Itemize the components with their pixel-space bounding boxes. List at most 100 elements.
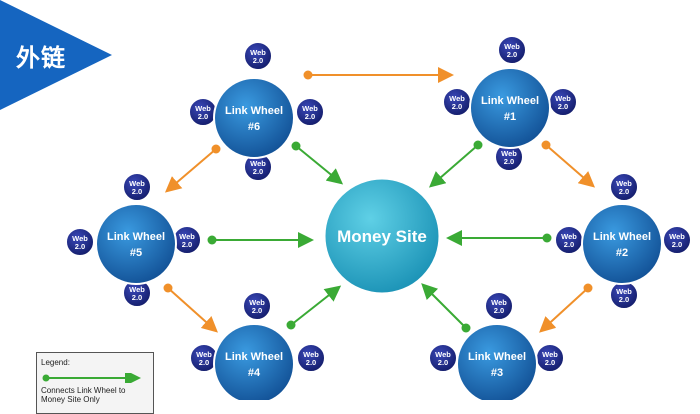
svg-text:Web: Web [303, 350, 319, 359]
corner-banner: 外链 [0, 0, 112, 110]
link-wheel-node-lw1: Link Wheel #1 [469, 67, 551, 149]
svg-text:Web: Web [250, 159, 266, 168]
link-wheel-node-lw4: Link Wheel #4 [213, 323, 295, 400]
svg-text:#4: #4 [248, 367, 261, 379]
svg-text:2.0: 2.0 [182, 240, 192, 249]
svg-text:Web: Web [491, 298, 507, 307]
svg-text:Web: Web [449, 94, 465, 103]
svg-text:Web: Web [616, 179, 632, 188]
edges-layer [163, 67, 596, 333]
green-link-arrow [446, 230, 552, 246]
svg-text:2.0: 2.0 [504, 157, 514, 166]
svg-text:Web: Web [129, 285, 145, 294]
svg-text:Link Wheel: Link Wheel [225, 351, 283, 363]
svg-text:2.0: 2.0 [545, 358, 555, 367]
legend-green-arrow [42, 373, 141, 383]
svg-text:Web: Web [435, 350, 451, 359]
svg-text:2.0: 2.0 [507, 50, 517, 59]
orange-link-arrow [163, 283, 218, 333]
link-wheel-node-lw2: Link Wheel #2 [581, 203, 663, 285]
svg-text:2.0: 2.0 [438, 358, 448, 367]
money-site-hub: Money Site [322, 176, 442, 296]
svg-text:#3: #3 [491, 367, 503, 379]
svg-text:2.0: 2.0 [199, 358, 209, 367]
green-link-arrow [286, 285, 342, 330]
svg-text:Web: Web [250, 48, 266, 57]
svg-text:2.0: 2.0 [494, 306, 504, 315]
svg-text:2.0: 2.0 [564, 240, 574, 249]
svg-text:2.0: 2.0 [75, 242, 85, 251]
svg-text:Web: Web [249, 298, 265, 307]
svg-text:2.0: 2.0 [558, 102, 568, 111]
svg-text:Web: Web [542, 350, 558, 359]
svg-text:2.0: 2.0 [619, 187, 629, 196]
svg-text:Web: Web [616, 287, 632, 296]
svg-text:Link Wheel: Link Wheel [225, 105, 283, 117]
svg-text:2.0: 2.0 [619, 295, 629, 304]
link-wheel-node-lw3: Link Wheel#3 [456, 323, 538, 400]
svg-text:2.0: 2.0 [253, 56, 263, 65]
svg-text:Web: Web [196, 350, 212, 359]
svg-text:Web: Web [504, 42, 520, 51]
link-wheel-node-lw5: Link Wheel #5 [95, 203, 177, 285]
svg-text:2.0: 2.0 [306, 358, 316, 367]
svg-text:Web: Web [72, 234, 88, 243]
svg-text:2.0: 2.0 [305, 112, 315, 121]
orange-link-arrow [539, 283, 593, 333]
corner-triangle [0, 0, 112, 110]
svg-text:Web: Web [669, 232, 685, 241]
svg-text:#6: #6 [248, 121, 260, 133]
green-link-arrow [421, 283, 471, 333]
svg-text:Web: Web [179, 232, 195, 241]
svg-text:Web: Web [302, 104, 318, 113]
svg-text:#2: #2 [616, 247, 628, 259]
svg-text:#5: #5 [130, 247, 142, 259]
legend-text: Connects Link Wheel to Money Site Only [41, 386, 126, 404]
svg-text:Web: Web [195, 104, 211, 113]
green-link-arrow [207, 232, 314, 248]
orange-link-arrow [164, 144, 221, 193]
orange-link-arrow [541, 140, 596, 188]
legend-title: Legend: [41, 358, 70, 367]
legend-box: Legend: Connects Link Wheel to Money Sit… [36, 352, 154, 414]
svg-text:2.0: 2.0 [132, 293, 142, 302]
orange-link-arrow [303, 67, 454, 83]
svg-text:#1: #1 [504, 111, 516, 123]
money-site-label: Money Site [337, 227, 427, 246]
corner-label: 外链 [16, 44, 66, 72]
svg-text:Web: Web [555, 94, 571, 103]
svg-text:Link Wheel: Link Wheel [481, 95, 539, 107]
svg-text:2.0: 2.0 [252, 306, 262, 315]
svg-text:Web: Web [561, 232, 577, 241]
green-link-arrow [428, 140, 483, 188]
svg-text:Link Wheel: Link Wheel [107, 231, 165, 243]
svg-text:Link Wheel: Link Wheel [593, 231, 651, 243]
link-wheel-node-lw6: Link Wheel #6 [213, 77, 295, 159]
svg-text:2.0: 2.0 [198, 112, 208, 121]
green-link-arrow [291, 141, 344, 185]
svg-text:Web: Web [501, 149, 517, 158]
svg-text:Web: Web [129, 179, 145, 188]
